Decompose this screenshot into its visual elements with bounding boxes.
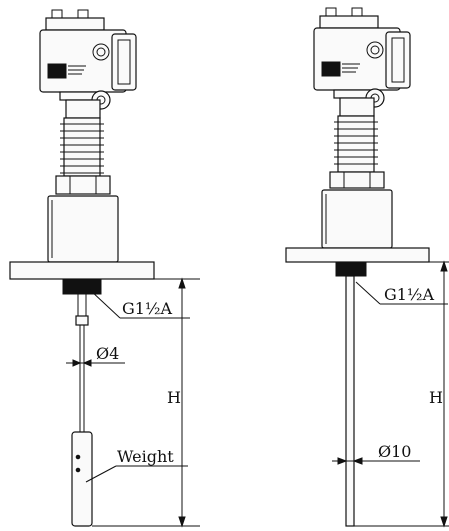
right-cylinder bbox=[321, 189, 393, 249]
left-height-label: H bbox=[167, 388, 181, 407]
right-flange bbox=[285, 247, 430, 263]
right-thread-block bbox=[335, 261, 367, 277]
right-instrument bbox=[285, 7, 449, 528]
right-rod-diameter-label: Ø10 bbox=[378, 442, 411, 461]
left-weight-label: Weight bbox=[117, 447, 174, 466]
left-thread-block bbox=[62, 278, 102, 295]
right-bellows bbox=[334, 115, 378, 173]
left-cable-clamp bbox=[75, 315, 89, 326]
left-cylinder bbox=[47, 195, 119, 263]
left-thread-label: G1½A bbox=[122, 299, 172, 318]
right-thread-label: G1½A bbox=[384, 285, 434, 304]
left-instrument bbox=[9, 9, 200, 528]
right-height-label: H bbox=[429, 388, 443, 407]
left-cable-diameter-label: Ø4 bbox=[96, 344, 119, 363]
left-weight bbox=[71, 431, 93, 527]
right-rod bbox=[345, 275, 355, 527]
left-bellows bbox=[60, 117, 104, 177]
right-hex-nut bbox=[329, 171, 385, 189]
left-flange bbox=[9, 261, 155, 280]
left-hex-nut bbox=[55, 175, 111, 195]
right-housing bbox=[313, 7, 411, 117]
left-housing bbox=[39, 9, 137, 119]
